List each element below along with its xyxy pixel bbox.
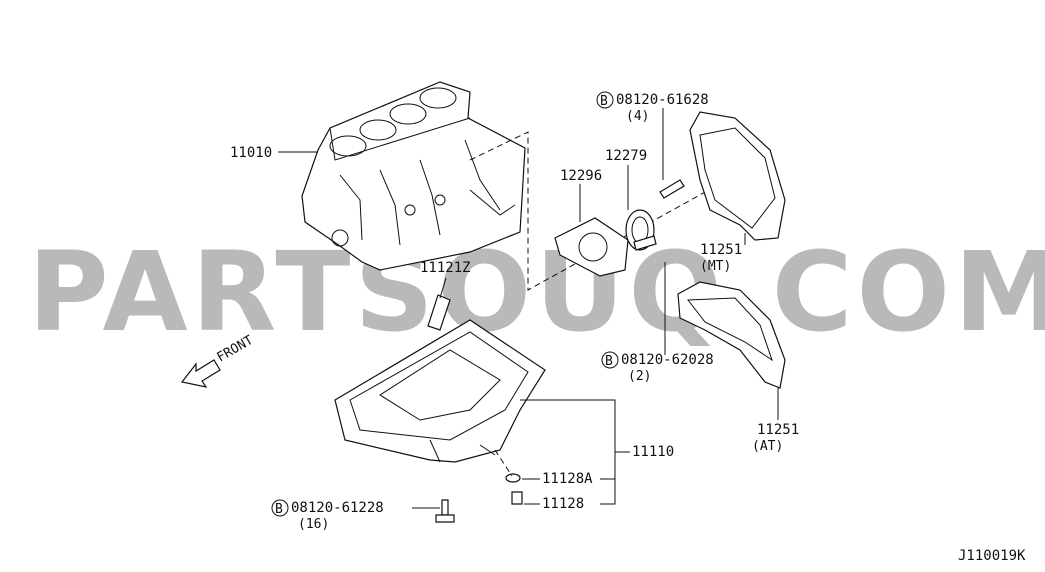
bolt-08120-61628 [659,179,685,199]
label-11010: 11010 [230,145,272,161]
watermark: PARTSOUQ.COM [28,228,1045,356]
rear-plate-mt [689,111,786,241]
rear-plate-at [677,281,786,389]
label-08120-61228: 08120-61228 [291,500,384,516]
label-11251-mt: 11251 [700,242,742,258]
svg-text:B: B [605,354,613,369]
qty-08120-61228: (16) [298,517,329,532]
reference-line-lower [494,449,513,477]
bolt-symbol-icon: B [601,351,619,369]
bolt-08120-62028 [633,235,657,251]
qty-08120-62028: (2) [628,369,651,384]
drain-washer-11128a [505,473,521,483]
qty-11251-at: (AT) [752,439,783,454]
bolt-symbol-icon: B [596,91,614,109]
svg-text:B: B [600,94,608,109]
label-08120-61628: 08120-61628 [616,92,709,108]
drain-plug-11128 [511,491,523,505]
svg-text:B: B [275,502,283,517]
rear-oil-seal-retainer [554,217,629,277]
front-arrow-icon [180,359,221,388]
oil-pan [334,319,546,463]
bolt-08120-61228 [435,499,455,523]
label-12296: 12296 [560,168,602,184]
qty-08120-61628: (4) [626,109,649,124]
qty-11251-mt: (MT) [700,259,731,274]
reference-line-upper [469,131,746,291]
label-11251-at: 11251 [757,422,799,438]
label-11128a: 11128A [542,471,593,487]
diagram-code: J110019K [958,548,1026,564]
label-11121z: 11121Z [420,260,471,276]
bolt-symbol-icon: B [271,499,289,517]
leader-lines [278,108,779,509]
label-11128: 11128 [542,496,584,512]
oil-strainer [427,294,451,331]
label-08120-62028: 08120-62028 [621,352,714,368]
label-12279: 12279 [605,148,647,164]
label-11110: 11110 [632,444,674,460]
cylinder-block [301,81,526,271]
